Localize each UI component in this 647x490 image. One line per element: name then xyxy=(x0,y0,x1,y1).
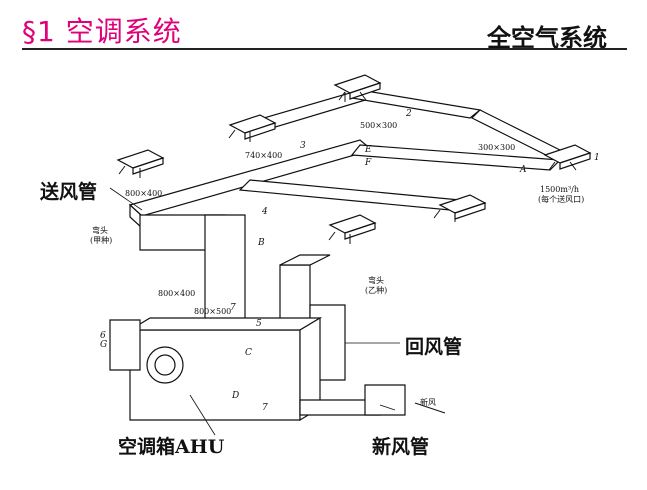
dim-label: 800×500 xyxy=(194,307,231,316)
ahu-callout: 空调箱AHU xyxy=(118,436,225,458)
right-branch-duct xyxy=(238,179,462,211)
part-label: F xyxy=(364,158,372,168)
part-label: 7 xyxy=(262,403,268,413)
dim-label: 500×300 xyxy=(360,121,397,130)
part-label: C xyxy=(245,348,252,358)
supply-duct-callout: 送风管 xyxy=(40,181,98,203)
right-supply-duct xyxy=(350,144,562,171)
upper-branch-duct xyxy=(350,89,482,119)
dim-label: 800×400 xyxy=(125,189,162,198)
flow-note: (每个送风口) xyxy=(538,194,584,204)
dim-label: 800×400 xyxy=(158,289,195,298)
part-label: 1 xyxy=(594,153,600,163)
slide-topic: 全空气系统 xyxy=(487,24,607,52)
part-label: 6 xyxy=(100,331,106,341)
fresh-air-duct-callout: 新风管 xyxy=(372,436,430,458)
dim-label: 740×400 xyxy=(245,151,282,160)
header-rule xyxy=(22,48,627,50)
diffuser xyxy=(328,214,377,240)
part-label: G xyxy=(100,340,107,350)
part-label: B xyxy=(257,238,265,248)
part-label: 7 xyxy=(230,303,236,313)
part-label: A xyxy=(519,165,527,175)
part-label: 4 xyxy=(261,207,268,217)
diffuser xyxy=(438,194,487,220)
fresh-air-label: 新风 xyxy=(420,397,436,407)
diffuser xyxy=(228,114,277,140)
return-duct-callout: 回风管 xyxy=(405,336,463,358)
diffuser xyxy=(333,74,382,100)
dim-label: 300×300 xyxy=(478,143,515,152)
elbow-a-type: (甲种) xyxy=(90,235,112,245)
flow-label: 1500m³/h xyxy=(540,185,579,194)
part-label: E xyxy=(364,145,372,155)
elbow-a-label: 弯头 xyxy=(92,225,108,235)
part-label: 3 xyxy=(300,141,306,151)
diffuser xyxy=(543,144,592,170)
elbow-b-type: (乙种) xyxy=(365,285,387,295)
part-label: 2 xyxy=(405,109,412,119)
part-label: 5 xyxy=(256,319,262,329)
elbow-b-label: 弯头 xyxy=(368,275,384,285)
slide-title: §1 空调系统 xyxy=(22,15,182,48)
part-label: D xyxy=(231,391,239,401)
